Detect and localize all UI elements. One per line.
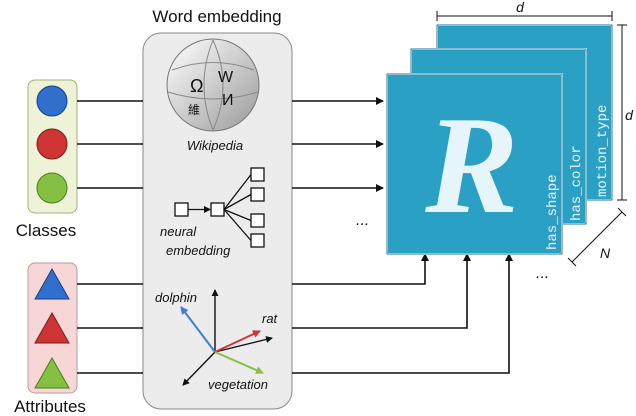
class-circle-red[interactable] xyxy=(36,128,68,160)
neural-network-icon xyxy=(174,167,265,248)
attribute-triangle-blue[interactable] xyxy=(34,267,70,300)
dolphin-label: dolphin xyxy=(155,290,197,305)
ellipsis-left: ... xyxy=(356,212,369,229)
neural-label-line2: embedding xyxy=(166,243,231,258)
class-circle-green[interactable] xyxy=(36,172,68,204)
wikipedia-label: Wikipedia xyxy=(187,138,243,153)
dimension-markers xyxy=(436,11,627,267)
slice-label-motion-type: motion_type xyxy=(595,105,611,197)
class-circle-blue[interactable] xyxy=(36,85,68,117)
ellipsis-bottom: ... xyxy=(536,265,549,282)
dim-top-label: d xyxy=(516,0,525,15)
attributes-label: Attributes xyxy=(14,397,86,416)
dim-depth-label: N xyxy=(600,245,611,261)
globe-glyph-omega: Ω xyxy=(190,76,203,96)
slice-label-has-color: has_color xyxy=(569,145,585,221)
vegetation-vector xyxy=(214,351,264,374)
globe-glyph-wei: 維 xyxy=(188,103,200,117)
rat-vector xyxy=(214,330,261,353)
slice-label-has-shape: has_shape xyxy=(545,174,561,250)
vegetation-label: vegetation xyxy=(208,377,268,392)
tensor-letter: R xyxy=(424,88,518,243)
dim-right-label: d xyxy=(625,107,634,123)
globe-glyph-i: И xyxy=(222,92,234,109)
dolphin-vector xyxy=(180,306,216,353)
globe-glyph-w: W xyxy=(218,69,234,86)
panel-title: Word embedding xyxy=(152,7,281,26)
vector-space-axes xyxy=(182,289,273,386)
input-connectors xyxy=(77,100,143,374)
rat-label: rat xyxy=(262,311,279,326)
wikipedia-globe-icon: Ω W И 維 xyxy=(166,38,260,132)
attribute-triangle-green[interactable] xyxy=(34,356,70,389)
attribute-triangle-red[interactable] xyxy=(34,311,70,344)
neural-label-line1: neural xyxy=(160,224,197,239)
embedding-panel xyxy=(142,32,293,410)
tensor-slice-front xyxy=(386,73,563,255)
classes-label: Classes xyxy=(16,221,76,240)
output-arrows xyxy=(292,97,513,374)
